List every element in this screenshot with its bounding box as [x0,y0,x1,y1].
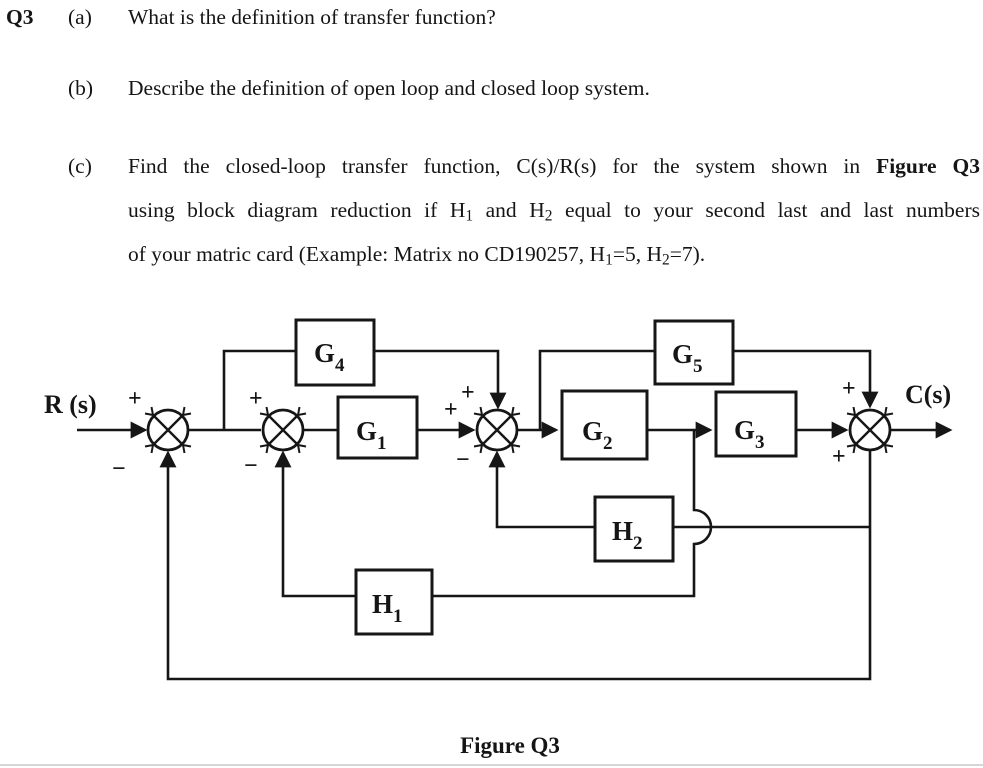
h2-subscript: 2 [544,207,553,225]
wire-pickoff-to-g5 [538,349,655,430]
block-g5 [653,319,735,386]
block-h2 [593,495,675,563]
label-g1: G1 [356,416,387,454]
signal-wires [77,349,953,681]
wire-pickoff-to-h1 [433,430,713,598]
sign-sum2-plus: + [249,386,263,412]
summing-junction-1 [143,405,193,455]
part-c-line1-text: Find the closed-loop transfer function, … [128,154,861,178]
part-c-line2-t1: using block diagram reduction if H [128,198,466,222]
wire-outer-feedback [159,450,872,681]
part-c-line1: Find the closed-loop transfer function, … [128,154,980,179]
wire-g4-to-sum3 [374,349,507,410]
input-signal-label: R (s) [44,390,97,419]
sign-sum1-plus: + [128,386,142,412]
part-a-label: (a) [68,5,92,29]
transfer-blocks [294,318,798,636]
summing-junction-3 [472,405,522,455]
label-g3: G3 [734,415,765,453]
question-number: Q3 [6,5,34,29]
sign-sum4-plus-top: + [842,376,856,402]
block-g1 [336,395,419,460]
sign-sum1-minus: − [112,456,126,482]
wire-h2-to-sum3 [488,450,595,529]
block-h1 [354,568,434,636]
sign-sum2-minus: − [244,453,258,479]
figure-caption: Figure Q3 [460,733,560,758]
sign-sum3-plus-top: + [461,380,475,406]
figure-reference: Figure Q3 [876,154,981,178]
part-c-line3-t3: =7). [669,242,706,266]
label-g4: G4 [314,338,345,376]
part-c-line3-t1: of your matric card (Example: Matrix no … [128,242,606,266]
h1-subscript: 1 [465,207,474,225]
part-c-line3: of your matric card (Example: Matrix no … [128,242,706,269]
summing-junction-2 [258,405,308,455]
part-b-text: Describe the definition of open loop and… [128,76,650,100]
part-c-line2: using block diagram reduction if H1 and … [128,198,980,225]
output-signal-label: C(s) [905,380,951,409]
part-c-label: (c) [68,154,92,178]
label-h1: H1 [372,589,403,627]
label-h2: H2 [612,516,643,554]
part-b-label: (b) [68,76,94,100]
part-c-line2-t2: and H [473,198,545,222]
part-c-line2-t3: equal to your second last and last numbe… [552,198,980,222]
wire-h1-to-sum2 [274,450,356,598]
h2-subscript-2: 2 [661,251,670,269]
label-g2: G2 [582,416,613,454]
part-a-text: What is the definition of transfer funct… [128,5,496,29]
h1-subscript-2: 1 [605,251,613,269]
sign-sum4-plus-bottom: + [832,444,846,470]
block-g4 [294,318,376,387]
wire-pickoff-to-g4 [222,349,296,430]
summing-junction-4 [845,405,895,455]
sign-sum3-plus-left: + [444,397,458,423]
label-g5: G5 [672,339,703,377]
wire-g5-to-sum4 [733,349,879,409]
sign-sum3-minus: − [456,447,470,473]
block-g2 [560,389,649,461]
block-g3 [714,390,798,458]
part-c-line3-t2: =5, H [612,242,662,266]
